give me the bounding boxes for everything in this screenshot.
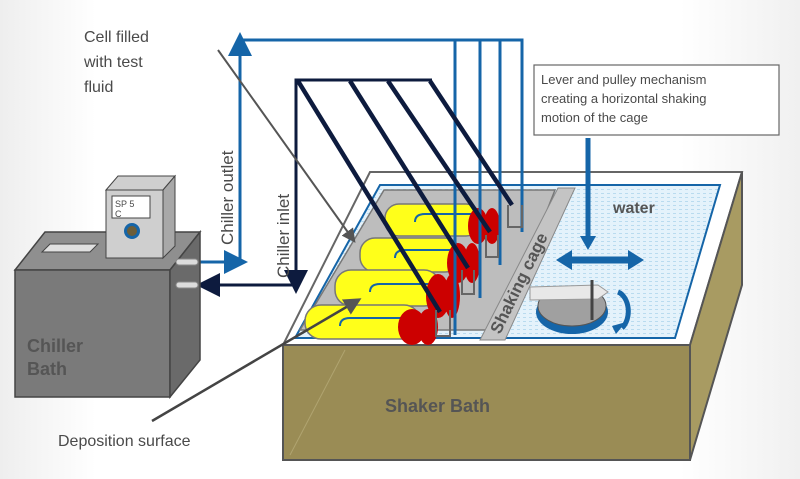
lever-mechanism bbox=[529, 138, 644, 334]
inlet-diagonal-tubes bbox=[296, 79, 514, 314]
inlet-port bbox=[175, 281, 199, 289]
outlet-port bbox=[175, 258, 199, 266]
chiller-label-1: Chiller bbox=[27, 336, 83, 356]
chiller-inlet-lines bbox=[196, 78, 432, 297]
connector-stubs bbox=[435, 205, 523, 337]
chiller-outlet-label: Chiller outlet bbox=[218, 150, 237, 245]
chiller-label-2: Bath bbox=[27, 359, 67, 379]
water-label: water bbox=[612, 200, 655, 217]
lever-callout-line-1: Lever and pulley mechanism bbox=[541, 72, 706, 87]
rotation-arrow bbox=[616, 289, 631, 330]
cell-row-4 bbox=[304, 304, 438, 345]
test-cells bbox=[304, 203, 500, 345]
lever-arm bbox=[529, 284, 609, 301]
display-line-1: SP 5 bbox=[115, 199, 134, 209]
cell-label-3: fluid bbox=[84, 79, 113, 96]
chiller-bath: SP 5 C Chiller Bath bbox=[13, 174, 202, 400]
cell-label-1: Cell filled bbox=[84, 29, 149, 46]
deposition-pointer bbox=[151, 298, 362, 423]
cell-pointer bbox=[217, 49, 356, 243]
chiller-display bbox=[111, 195, 151, 219]
shaking-cage-bar bbox=[479, 187, 576, 341]
lever-callout: Lever and pulley mechanism creating a ho… bbox=[533, 64, 780, 136]
chiller-inlet-label: Chiller inlet bbox=[274, 194, 293, 278]
deposition-label: Deposition surface bbox=[58, 433, 191, 450]
shaker-bath-label: Shaker Bath bbox=[385, 396, 490, 416]
lever-callout-line-3: motion of the cage bbox=[541, 110, 648, 125]
display-line-2: C bbox=[115, 209, 122, 219]
cell-row-2 bbox=[359, 237, 480, 283]
cell-row-3 bbox=[334, 269, 460, 318]
chiller-lid bbox=[40, 243, 100, 253]
lever-callout-line-2: creating a horizontal shaking bbox=[541, 91, 707, 106]
cell-label-2: with test bbox=[83, 54, 143, 71]
chiller-outlet-lines bbox=[200, 32, 524, 335]
